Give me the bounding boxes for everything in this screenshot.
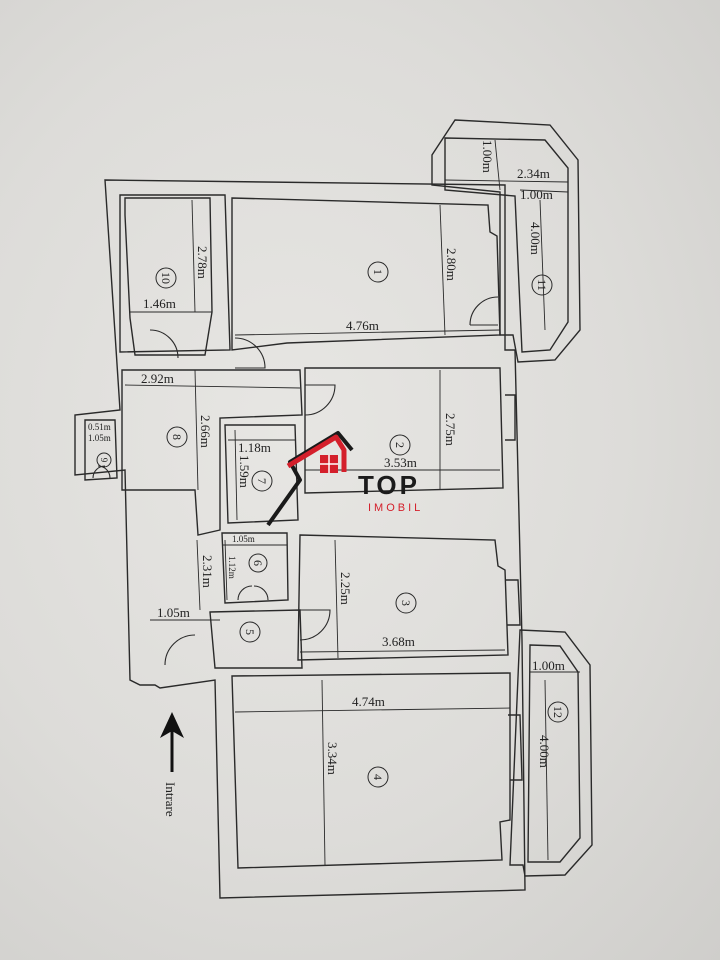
dim-r3-height: 2.25m <box>338 572 353 605</box>
dim-r10-height: 2.78m <box>195 246 210 279</box>
room-3-label: 3 <box>399 600 413 606</box>
dim-r9-height: 1.05m <box>88 433 111 443</box>
dim-r2-height: 2.75m <box>443 413 458 446</box>
dim-r10-width: 1.46m <box>143 296 176 311</box>
dim-r9-width: 0.51m <box>88 422 111 432</box>
room-11-outline <box>431 119 581 363</box>
room-10-outline <box>124 197 213 356</box>
entrance-arrow-icon <box>160 712 184 772</box>
dim-r8-height: 2.66m <box>198 415 213 448</box>
dim-r11-d: 4.00m <box>528 222 543 255</box>
room-5-label: 5 <box>243 629 257 635</box>
dim-r7-width: 1.18m <box>238 440 271 455</box>
dim-hall-height: 2.31m <box>200 555 215 588</box>
dim-r4-width: 4.74m <box>352 694 385 709</box>
room-6-outline <box>221 532 289 604</box>
dim-r12-height: 4.00m <box>537 735 552 768</box>
room-7-label: 7 <box>255 478 269 484</box>
logo-top-text: TOP <box>358 470 420 500</box>
dim-r6-width: 1.05m <box>232 534 255 544</box>
room-6-label: 6 <box>251 560 265 566</box>
room-7-outline <box>224 424 299 524</box>
dim-r11-b: 2.34m <box>517 166 550 181</box>
entrance-label: Intrare <box>163 782 178 817</box>
top-imobil-logo: TOP IMOBIL <box>266 431 423 527</box>
room-4-label: 4 <box>371 774 385 780</box>
room-2-label: 2 <box>393 442 407 448</box>
outer-wall <box>74 179 526 899</box>
dim-r1-height: 2.80m <box>444 248 459 281</box>
dim-r6-height: 1.12m <box>227 556 237 579</box>
room-4-outline <box>231 672 511 869</box>
logo-sub-text: IMOBIL <box>368 502 423 514</box>
dim-r1-width: 4.76m <box>346 318 379 333</box>
room-10-label: 10 <box>159 272 173 284</box>
dim-r12-width: 1.00m <box>532 658 565 673</box>
dim-r2-width: 3.53m <box>384 455 417 470</box>
room-9-outline <box>84 419 118 481</box>
room-12-label: 12 <box>551 706 565 718</box>
room-5-outline <box>209 609 303 669</box>
dim-entry-width: 1.05m <box>157 605 190 620</box>
dim-r11-a: 1.00m <box>480 140 495 173</box>
room-8-label: 8 <box>170 434 184 440</box>
room-1-label: 1 <box>371 269 385 275</box>
room-12-outline <box>509 629 593 877</box>
room-11-label: 11 <box>535 279 549 291</box>
dim-r8-width: 2.92m <box>141 371 174 386</box>
room-8-outline <box>121 369 303 536</box>
dim-r4-height: 3.34m <box>325 742 340 775</box>
room-9-label: 9 <box>99 458 109 463</box>
dim-r7-height: 1.59m <box>237 455 252 488</box>
dim-r11-c: 1.00m <box>520 187 553 202</box>
inner-wall <box>119 194 231 353</box>
dim-r3-width: 3.68m <box>382 634 415 649</box>
room-1-outline <box>231 197 501 351</box>
room-3-outline <box>297 534 509 661</box>
